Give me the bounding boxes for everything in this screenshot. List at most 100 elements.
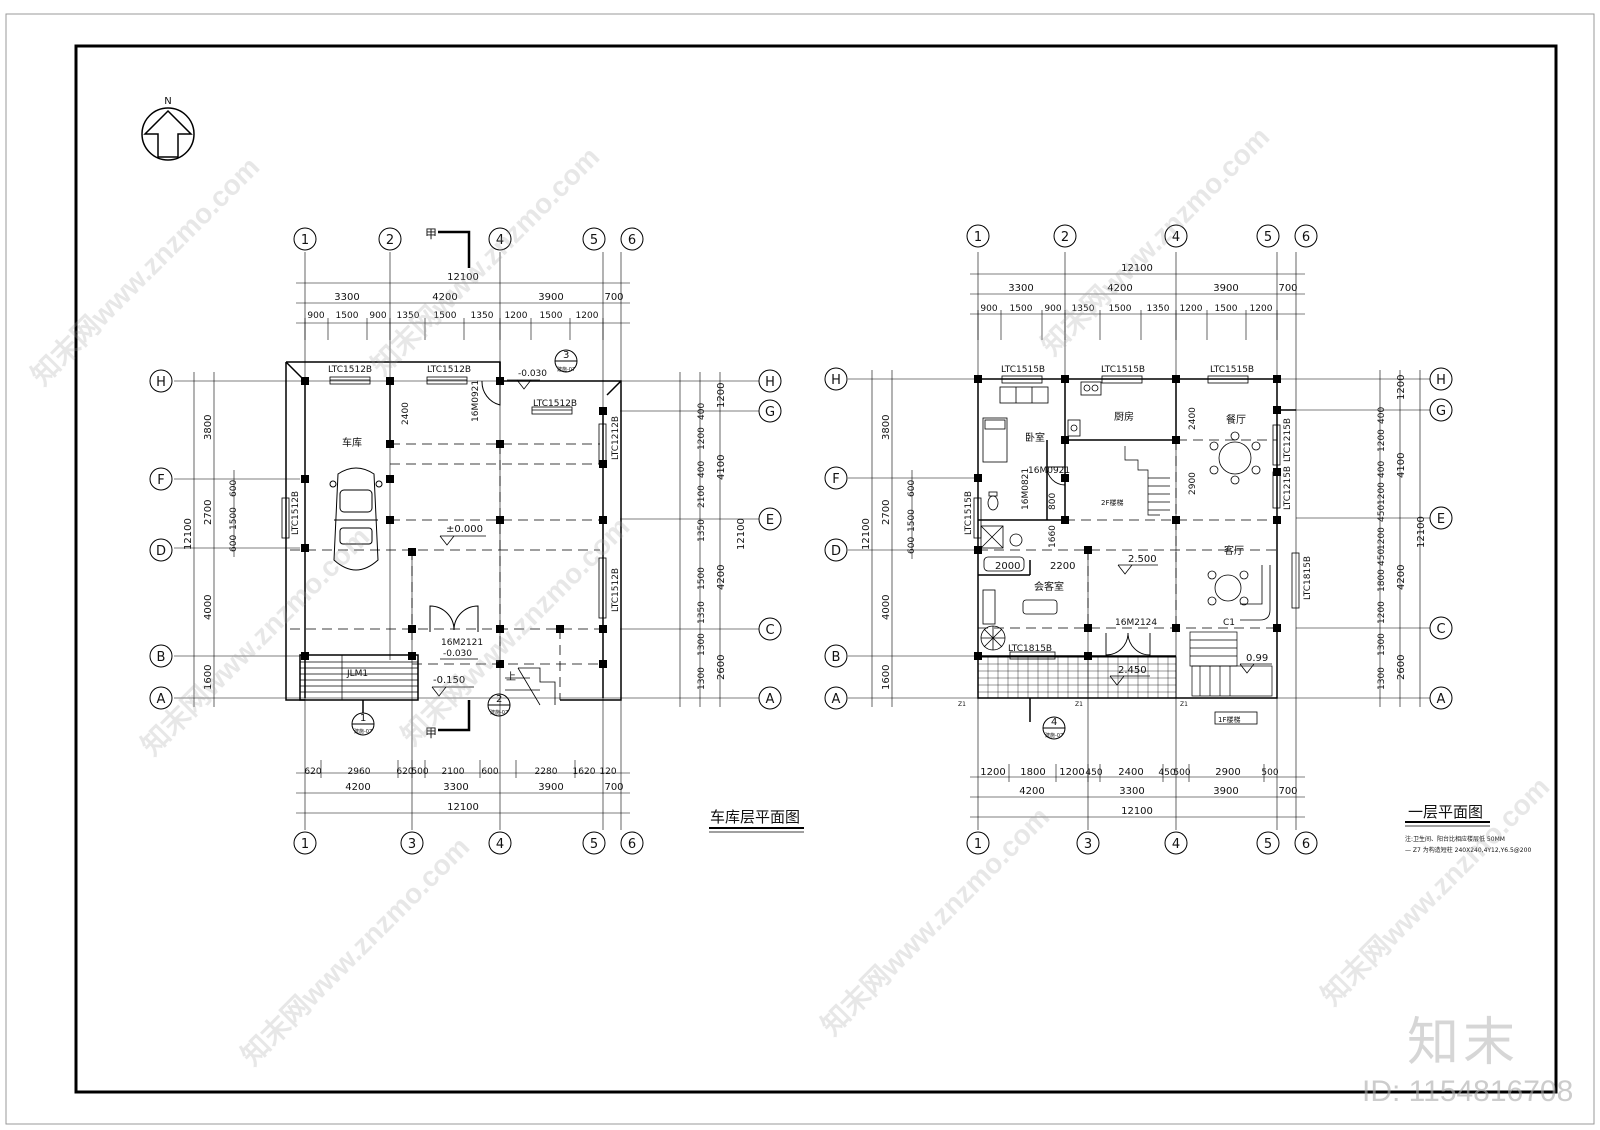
garage-bottom-sub-1: 620 bbox=[304, 767, 321, 777]
garage-bottom-dim-1: 4200 bbox=[345, 782, 370, 793]
axis-bubble: C bbox=[1429, 616, 1453, 640]
ff-right-sub-6: 1200 bbox=[1377, 527, 1387, 550]
garage-section-marks: 甲 甲 bbox=[425, 227, 471, 740]
axis-bubble: H bbox=[1429, 367, 1453, 391]
ff-right-sub-10: 1300 bbox=[1377, 633, 1387, 656]
garage-window-labels: LTC1512B LTC1512B LTC1512B LTC1212B LTC1… bbox=[291, 365, 621, 612]
ff-dim-2200: 2200 bbox=[1050, 561, 1075, 572]
garage-left-dim-3: 4000 bbox=[203, 595, 214, 620]
garage-bottom-dim-3: 3900 bbox=[538, 782, 563, 793]
garage-win-left-label: LTC1512B bbox=[291, 491, 301, 535]
ff-note-2: — Z7 为构造短柱 240X240,4Y12,Y6.5@200 bbox=[1405, 846, 1531, 854]
garage-left-dim-text: 3800 2700 4000 1600 12100 600 1500 600 bbox=[183, 415, 239, 690]
axis-bubble: 4 bbox=[488, 227, 512, 251]
garage-top-sub-4: 1350 bbox=[397, 311, 420, 321]
axis-bubble: A bbox=[1429, 686, 1453, 710]
ff-top-sub-6: 1350 bbox=[1147, 304, 1170, 314]
ff-left-dim-3: 4000 bbox=[881, 595, 892, 620]
garage-top-axis-3: 4 bbox=[496, 233, 504, 248]
axis-bubble: F bbox=[149, 467, 173, 491]
ff-bottom-axis-1: 1 bbox=[974, 837, 982, 852]
garage-plan-title: 车库层平面图 bbox=[710, 808, 800, 826]
ff-callout-4-number: 4 bbox=[1051, 717, 1057, 728]
axis-bubble: A bbox=[758, 686, 782, 710]
axis-bubble: B bbox=[824, 644, 848, 668]
ff-top-axis-2: 2 bbox=[1061, 230, 1069, 245]
garage-top-sub-2: 1500 bbox=[336, 311, 359, 321]
ff-bottom-sub-7: 500 bbox=[1173, 768, 1190, 778]
garage-top-sub-6: 1350 bbox=[471, 311, 494, 321]
garage-top-dim-4: 700 bbox=[604, 292, 623, 303]
axis-bubble: H bbox=[824, 367, 848, 391]
axis-bubble: G bbox=[1429, 398, 1453, 422]
kitchen-counter-icon bbox=[999, 386, 1049, 404]
ff-col-label-1: Z1 bbox=[958, 701, 966, 708]
ff-top-sub-7: 1200 bbox=[1180, 304, 1203, 314]
ff-bottom-sub-2: 1800 bbox=[1020, 767, 1045, 778]
dining-table-icon bbox=[1209, 431, 1261, 485]
ff-top-sub-9: 1200 bbox=[1250, 304, 1273, 314]
garage-bottom-total: 12100 bbox=[447, 802, 479, 813]
ff-terrace-tiles bbox=[977, 656, 1177, 699]
ff-right-sub-2: 1200 bbox=[1377, 429, 1387, 452]
ff-dim-2000: 2000 bbox=[995, 561, 1020, 572]
ff-dimension-lines bbox=[871, 273, 1421, 818]
garage-main-door bbox=[429, 380, 501, 632]
garage-right-dim-4: 2600 bbox=[716, 655, 727, 680]
garage-left-axis-1: H bbox=[156, 375, 166, 390]
garage-right-sub-1: 400 bbox=[697, 403, 707, 420]
axis-bubble: 5 bbox=[1256, 831, 1280, 855]
ff-top-axis-1: 1 bbox=[974, 230, 982, 245]
ff-right-sub-3: 400 bbox=[1377, 461, 1387, 478]
axis-bubble: 4 bbox=[1164, 831, 1188, 855]
ff-right-axis-2: G bbox=[1436, 404, 1446, 419]
ff-bottom-sub-4: 450 bbox=[1085, 768, 1102, 778]
ff-stair-2f-label: 2F楼梯 bbox=[1101, 498, 1123, 507]
ff-room-kitchen: 厨房 bbox=[1114, 410, 1134, 423]
ff-dim-2900: 2900 bbox=[1188, 472, 1198, 495]
garage-floor-elevation: ±0.000 bbox=[446, 524, 483, 535]
ff-main-elevation: 2.500 bbox=[1128, 554, 1157, 565]
ff-left-axis-2: F bbox=[832, 472, 839, 487]
ff-elevation-marks bbox=[1109, 564, 1272, 686]
garage-left-dim-1: 3800 bbox=[203, 415, 214, 440]
garage-win1-label: LTC1512B bbox=[328, 365, 372, 375]
ff-bottom-dim-1: 4200 bbox=[1019, 786, 1044, 797]
ff-dim-2400: 2400 bbox=[1188, 407, 1198, 430]
ff-bottom-sub-9: 500 bbox=[1261, 768, 1278, 778]
garage-right-dim-3: 4200 bbox=[716, 565, 727, 590]
callout-1-number: 1 bbox=[360, 713, 366, 724]
axis-bubble: H bbox=[149, 369, 173, 393]
ff-left-dim-4: 1600 bbox=[881, 665, 892, 690]
axis-bubble: 5 bbox=[582, 227, 606, 251]
axis-bubble: C bbox=[758, 617, 782, 641]
ff-top-sub-5: 1500 bbox=[1109, 304, 1132, 314]
garage-top-axis-2: 2 bbox=[386, 233, 394, 248]
car-icon bbox=[329, 467, 383, 571]
garage-top-dim-1: 3300 bbox=[334, 292, 359, 303]
ff-win-left-label: LTC1515B bbox=[964, 491, 974, 535]
bathtub-icon bbox=[983, 556, 1025, 572]
ff-top-sub-4: 1350 bbox=[1072, 304, 1095, 314]
ff-top-sub-1: 900 bbox=[980, 304, 997, 314]
garage-axis-bubbles: 1 2 4 5 6 1 3 4 5 6 H F D B A H G E C A bbox=[149, 227, 782, 855]
shower-icon bbox=[980, 525, 1004, 549]
sink-icon bbox=[1067, 419, 1081, 437]
garage-tick-marks bbox=[304, 318, 604, 778]
garage-left-total: 12100 bbox=[183, 518, 194, 550]
garage-right-sub-8: 1300 bbox=[697, 633, 707, 656]
callout-3-number: 3 bbox=[563, 350, 569, 361]
garage-step-elevation: -0.150 bbox=[433, 675, 465, 686]
axis-bubble: H bbox=[758, 369, 782, 393]
axis-bubble: D bbox=[824, 538, 848, 562]
ff-plan-title: 一层平面图 bbox=[1408, 803, 1483, 821]
ff-bottom-dim-text: 1200 1800 1200 450 2400 450 500 2900 500… bbox=[980, 767, 1297, 817]
garage-door-label: 16M2121 bbox=[441, 638, 483, 648]
axis-bubble: 6 bbox=[1294, 224, 1318, 248]
bed-icon bbox=[982, 417, 1008, 463]
garage-bottom-sub-8: 1620 bbox=[573, 767, 596, 777]
stove-icon bbox=[1080, 381, 1102, 396]
toilet-icon bbox=[987, 491, 999, 511]
garage-bottom-axis-3: 4 bbox=[496, 837, 504, 852]
